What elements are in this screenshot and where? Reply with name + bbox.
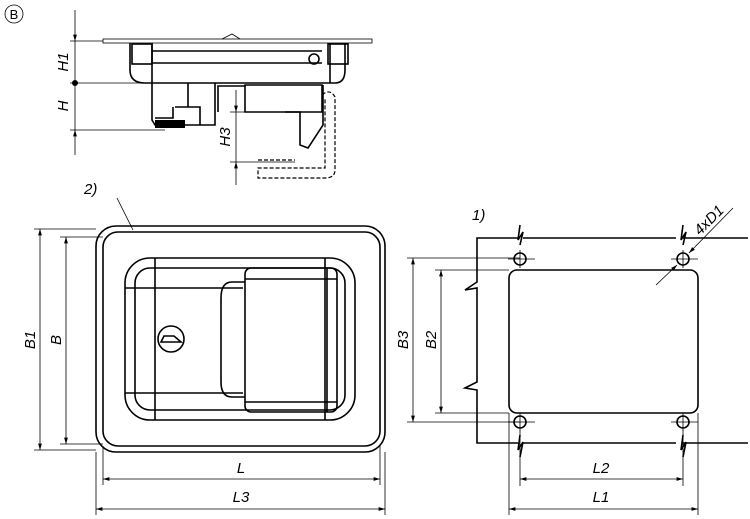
- note-2: 2): [83, 181, 97, 198]
- side-view: H1 H H3: [55, 10, 373, 185]
- note-1: 1): [472, 207, 485, 224]
- dim-l3: L3: [233, 489, 250, 506]
- cutout-view: 1) 4xD1 B3 B2 L2 L1: [395, 202, 748, 515]
- mounting-holes: [508, 250, 698, 431]
- dim-b3: B3: [395, 330, 412, 349]
- dim-l2: L2: [593, 460, 610, 477]
- front-view: 2) B1 B L L3: [22, 181, 386, 515]
- dim-l: L: [237, 460, 245, 477]
- svg-text:B: B: [10, 7, 19, 22]
- dim-b: B: [48, 335, 65, 345]
- dim-b1: B1: [22, 331, 39, 349]
- dim-b2: B2: [423, 330, 440, 349]
- dim-l1: L1: [593, 489, 610, 506]
- dim-h3: H3: [217, 127, 234, 147]
- dim-4xd1: 4xD1: [691, 202, 728, 239]
- dim-h: H: [55, 100, 72, 111]
- view-label-b: B: [4, 4, 24, 24]
- dim-h1: H1: [55, 52, 72, 71]
